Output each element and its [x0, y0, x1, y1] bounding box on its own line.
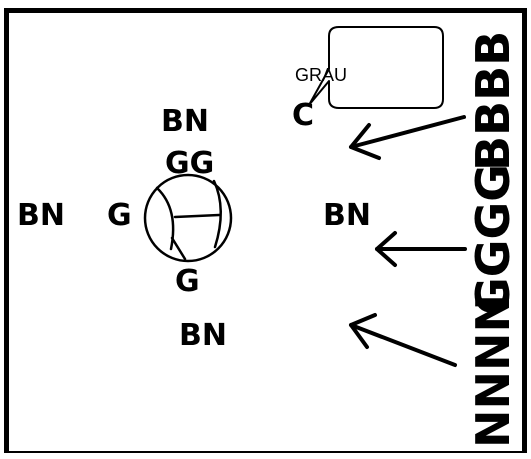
diagram-canvas: GRAU C BBBB GGGG NNNN BN GG BN G BN G BN: [17, 26, 520, 448]
label-bn-top: BN: [161, 104, 209, 139]
drawing-frame: GRAU C BBBB GGGG NNNN BN GG BN G BN G BN: [4, 8, 527, 453]
vertical-text-n: NNNN: [466, 294, 520, 448]
ball-icon: [143, 173, 233, 263]
label-c: C: [292, 98, 314, 133]
label-g-left: G: [107, 198, 132, 233]
label-bn-bottom: BN: [179, 318, 227, 353]
label-bn-right: BN: [323, 198, 371, 233]
arrow-bottom: [349, 313, 457, 367]
label-grau: GRAU: [295, 65, 347, 85]
vertical-text-b: BBBB: [466, 31, 520, 171]
arrow-top: [349, 115, 466, 160]
arrow-middle: [375, 231, 467, 267]
label-g-bottom: G: [175, 264, 200, 299]
speech-bubble: [308, 26, 444, 109]
label-bn-left: BN: [17, 198, 65, 233]
vertical-text-g: GGGG: [466, 164, 520, 315]
